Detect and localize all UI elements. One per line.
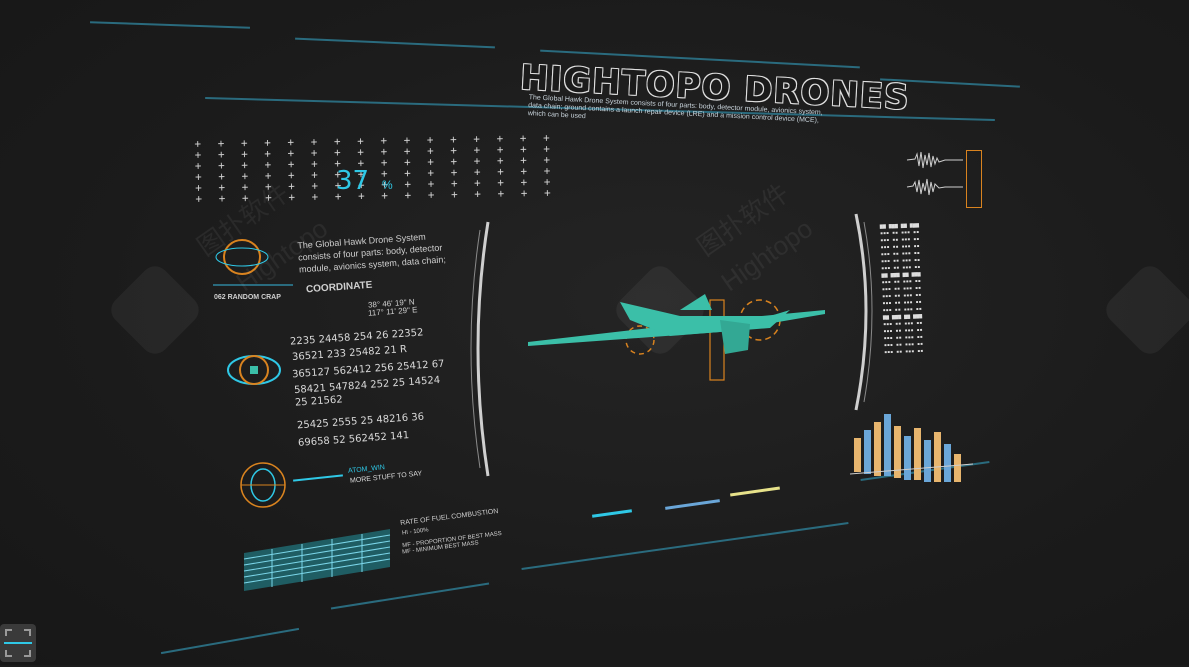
orbit-icon: [240, 462, 286, 508]
drone-model: [528, 294, 825, 381]
waveform-top: [906, 151, 963, 169]
frame-bottom-line: [160, 627, 300, 655]
number-row: 25 21562: [294, 394, 344, 409]
progress-bar: [293, 474, 343, 482]
coordinate-line-2: 117° 11' 29" E: [367, 305, 418, 318]
orbit-icon: [215, 239, 269, 275]
orbit-icon: [227, 355, 281, 385]
waveform-bottom: [906, 178, 963, 196]
fullscreen-icon: [4, 629, 32, 657]
status-tag: [966, 150, 982, 208]
fuel-grid: [243, 529, 391, 591]
frame-top-line: [295, 37, 495, 49]
frame-top-line: [90, 21, 250, 29]
progress-bar: [213, 284, 293, 286]
status-bar: [591, 509, 633, 518]
watermark-logo: [1100, 260, 1189, 360]
frame-bottom-line: [521, 522, 849, 570]
watermark-logo: [105, 260, 205, 360]
percent-unit: %: [382, 178, 393, 192]
fullscreen-button[interactable]: [0, 624, 36, 662]
status-bar: [665, 499, 720, 510]
percent-value: 37: [336, 166, 370, 196]
left-bracket: [470, 221, 490, 477]
coordinate-label: COORDINATE: [305, 279, 373, 296]
bar-cluster-chart: [849, 414, 974, 482]
data-table: ▆▆ ▆▆▆ ▆▆ ▆▆▆▪▪▪ ▪▪ ▪▪▪ ▪▪▪▪▪ ▪▪ ▪▪▪ ▪▪▪…: [879, 222, 924, 356]
random-crap-label: 062 RANDOM CRAP: [214, 294, 281, 301]
right-bracket: [854, 213, 873, 411]
status-bar: [730, 486, 780, 497]
